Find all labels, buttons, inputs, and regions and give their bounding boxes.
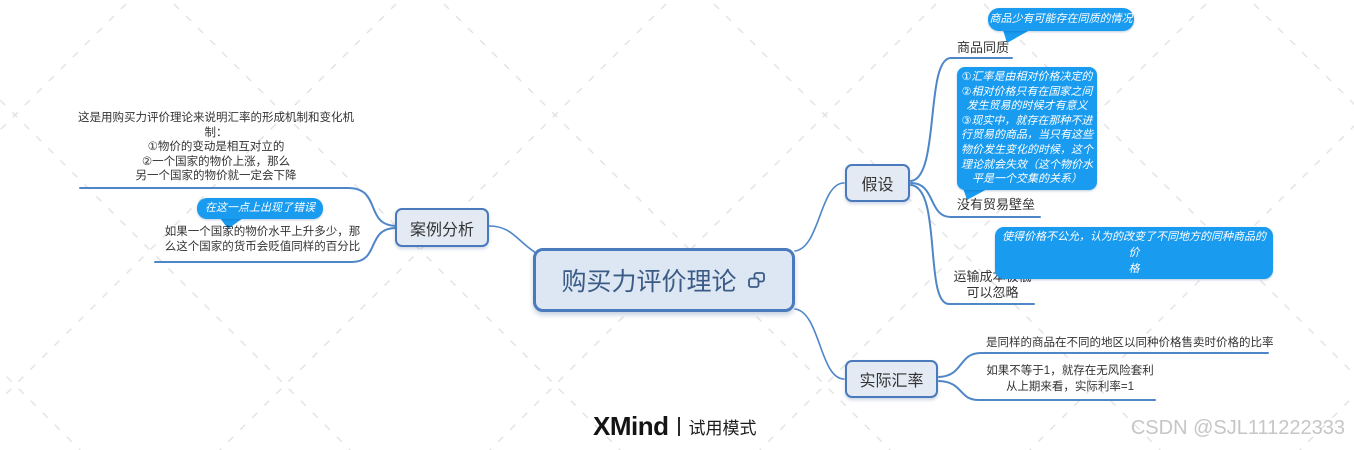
callout-tail-homogeneous [1003, 30, 1030, 43]
branch-node-hypothesis[interactable]: 假设 [845, 164, 910, 202]
link-icon[interactable] [746, 271, 767, 290]
branch-lines [79, 57, 1269, 401]
callout-tail-big [963, 188, 989, 200]
branch-central-to-hypothesis [794, 182, 845, 252]
callout-tail-error [220, 218, 243, 229]
leaf-topic-arbitrage[interactable]: 如果不等于1，就存在无风险套利 从上期来看，实际利率=1 [986, 365, 1154, 393]
leaf-topic-price-ratio[interactable]: 是同样的商品在不同的地区以同种价格售卖时价格的比率 [986, 337, 1274, 349]
branch-case-to-depreciation [154, 227, 397, 263]
branch-real-rate-to-ratio [938, 352, 1269, 378]
branch-hypothesis-to-transport [910, 184, 1035, 305]
branch-case-to-mechanism [79, 187, 397, 227]
branch-hypothesis-to-barrier [910, 182, 1041, 218]
leaf-topic-homogeneous-goods[interactable]: 商品同质 [957, 40, 1010, 55]
branch-central-to-real-rate [794, 308, 845, 380]
branch-central-to-case [488, 225, 537, 254]
callout-trade-barrier-note[interactable]: ①汇率是由相对价格决定的 ②相对价格只有在国家之间 发生贸易的时候才有意义 ③现… [957, 67, 1097, 190]
trial-mode-label: 试用模式 [688, 419, 757, 438]
branch-node-real-exchange-rate[interactable]: 实际汇率 [845, 360, 938, 398]
branch-hypothesis-to-homogeneous [910, 57, 1013, 182]
central-topic-label: 购买力评价理论 [561, 268, 737, 296]
brand-divider [677, 417, 680, 436]
brand-logo: XMind [593, 411, 669, 441]
branch-node-case-analysis[interactable]: 案例分析 [395, 208, 489, 247]
branch-real-rate-to-arbitrage [938, 380, 1156, 401]
watermark-text: CSDN @SJL111222333 [1130, 417, 1345, 439]
callout-homogeneous-note[interactable]: 商品少有可能存在同质的情况 [988, 8, 1134, 31]
callout-error-note[interactable]: 在这一点上出现了错误 [197, 198, 323, 219]
leaf-topic-depreciation[interactable]: 如果一个国家的物价水平上升多少，那 么这个国家的货币会贬值同样的百分比 [164, 226, 361, 253]
callout-transport-note[interactable]: 使得价格不公允，认为的改变了不同地方的同种商品的价 格 [995, 227, 1273, 279]
leaf-topic-mechanism[interactable]: 这是用购买力评价理论来说明汇率的形成机制和变化机 制： ①物价的变动是相互对立的… [78, 112, 354, 183]
brand-bar: XMind 试用模式 [593, 411, 757, 442]
leaf-topic-no-trade-barrier[interactable]: 没有贸易壁垒 [957, 197, 1036, 212]
central-topic[interactable]: 购买力评价理论 [533, 248, 795, 312]
